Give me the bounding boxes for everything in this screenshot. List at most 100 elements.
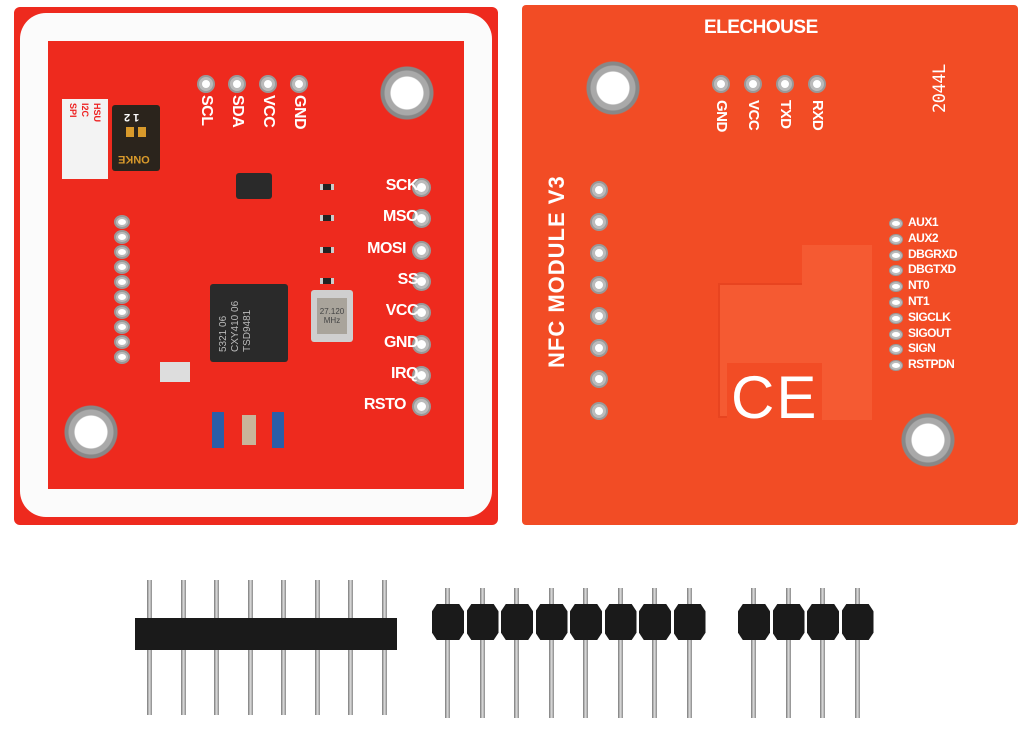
- pin-label-sigclk: SIGCLK: [908, 309, 951, 324]
- header-body: [570, 604, 602, 640]
- pin-hole: [778, 77, 792, 91]
- straight-header-body: [135, 618, 397, 650]
- header-pin: [820, 588, 825, 718]
- pad-hole: [592, 277, 606, 292]
- pad-hole: [592, 183, 606, 197]
- pin-hole: [890, 282, 902, 292]
- pin-label-gnd: GND: [383, 333, 419, 351]
- header-body: [432, 604, 464, 640]
- pin-label-vcc: VCC: [745, 100, 762, 131]
- header-pin: [548, 588, 554, 718]
- pin-label-mosi: MOSI: [367, 239, 406, 257]
- pin-label-rstpdn: RSTPDN: [908, 357, 955, 372]
- brand-label: ELECHOUSE: [704, 17, 818, 38]
- pin-hole: [890, 298, 902, 307]
- date-code: 2044L: [930, 64, 950, 113]
- ce-mark: CE: [727, 363, 823, 432]
- pin-label-rxd: RXD: [809, 100, 826, 131]
- pin-label-sigout: SIGOUT: [908, 325, 952, 340]
- pin-hole: [292, 77, 306, 91]
- antenna-coil: [20, 13, 492, 517]
- pin-hole: [414, 399, 429, 415]
- pin-hole: [890, 361, 902, 371]
- capacitor: [212, 412, 224, 448]
- pad-hole: [116, 292, 128, 302]
- pin-hole: [890, 329, 902, 339]
- header-body: [673, 604, 706, 640]
- resistor: [320, 277, 334, 284]
- pin-label-irq: IRQ: [391, 364, 418, 382]
- pad-hole: [116, 337, 128, 347]
- mode-label-spi: SPI: [68, 103, 78, 118]
- pin-label-nt0: NT0: [908, 278, 930, 293]
- pin-label-vcc: VCC: [385, 302, 419, 320]
- dip-switch[interactable]: 1 2 ONKE: [112, 105, 160, 171]
- pad-hole: [116, 217, 128, 227]
- pin-label-rsto: RSTO: [363, 396, 407, 414]
- switch-lever[interactable]: [126, 127, 134, 137]
- mode-label-hsu: HSU: [92, 103, 102, 123]
- resistor: [320, 246, 334, 253]
- header-pin: [479, 588, 485, 718]
- pin-label-txd: TXD: [777, 100, 794, 129]
- pin-label-aux1: AUX1: [908, 215, 939, 229]
- pin-hole: [261, 77, 275, 91]
- header-pin: [652, 588, 657, 718]
- header-body: [501, 604, 533, 640]
- pin-hole: [810, 77, 824, 91]
- switch-lever[interactable]: [138, 127, 146, 137]
- pin-label-mso: MSO: [383, 208, 418, 226]
- pad-hole: [116, 322, 128, 332]
- resistor: [320, 215, 334, 222]
- pin-label-scl: SCL: [198, 95, 215, 126]
- pin-label-aux2: AUX2: [908, 230, 939, 245]
- header-pin: [445, 588, 450, 718]
- crystal-unit: MHz: [323, 316, 341, 325]
- pin-hole: [890, 313, 902, 323]
- pin-label-ss: SS: [397, 270, 419, 288]
- pad-hole: [592, 340, 606, 355]
- pad-hole: [592, 246, 606, 260]
- pin-hole: [890, 219, 902, 228]
- pin-label-dbgrxd: DBGRXD: [908, 246, 958, 261]
- resistor: [160, 362, 190, 382]
- header-body: [535, 604, 568, 640]
- switch-numbers: 1 2: [124, 111, 140, 123]
- board-title: NFC MODULE V3: [544, 175, 569, 368]
- pin-label-sign: SIGN: [908, 341, 936, 356]
- pin-hole: [890, 250, 902, 260]
- pin-hole: [890, 234, 902, 244]
- pin-label-nt1: NT1: [908, 294, 930, 308]
- capacitor: [272, 412, 284, 448]
- pad-hole: [116, 352, 128, 362]
- pin-hole: [414, 211, 429, 227]
- mounting-hole: [900, 412, 956, 468]
- chip-line: CXY410 06: [230, 300, 241, 352]
- header-body: [466, 604, 499, 640]
- pin-hole: [199, 77, 213, 91]
- header-body: [738, 604, 770, 640]
- mounting-hole: [379, 65, 435, 121]
- pad-hole: [116, 277, 128, 287]
- header-pin: [686, 588, 692, 718]
- transistor-chip: [236, 173, 272, 199]
- header-pin: [785, 588, 791, 718]
- pin-hole: [746, 77, 760, 91]
- header-body: [604, 604, 637, 640]
- pin-hole: [890, 345, 902, 355]
- pad-hole: [592, 309, 606, 323]
- mode-table: HSU I2C SPI: [62, 99, 108, 179]
- pad-hole: [592, 214, 606, 229]
- resistor: [320, 184, 334, 190]
- pin-hole: [414, 367, 429, 383]
- pin-label-dbgtxd: DBGTXD: [908, 262, 956, 277]
- pin-label-gnd: GND: [291, 95, 308, 130]
- pad-hole: [116, 247, 128, 257]
- mounting-hole: [585, 60, 641, 116]
- mode-label-i2c: I2C: [80, 103, 90, 118]
- pad-hole: [116, 307, 128, 317]
